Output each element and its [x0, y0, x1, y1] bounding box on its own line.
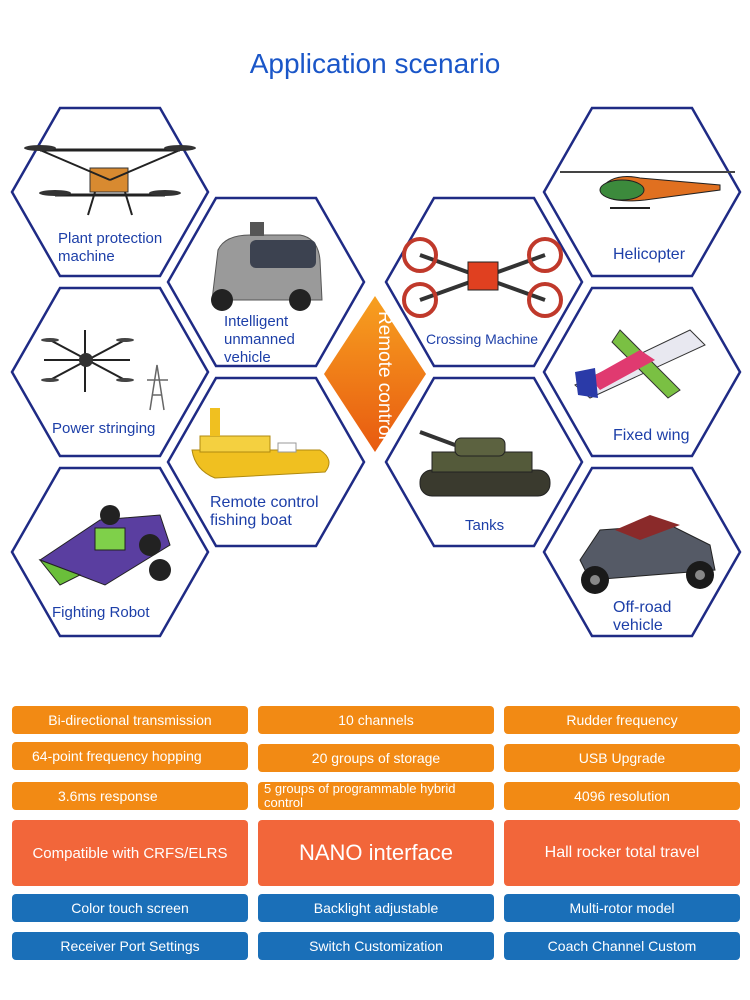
feature-response: 3.6ms response: [12, 782, 248, 810]
feature-usb-upgrade: USB Upgrade: [504, 744, 740, 772]
feature-crfs-elrs: Compatible with CRFS/ELRS: [12, 820, 248, 886]
scenario-label-unmanned-vehicle: Intelligent unmanned vehicle: [224, 313, 295, 366]
rc-car-icon: [579, 515, 716, 594]
unmanned-vehicle-icon: [211, 222, 323, 311]
tank-icon: [419, 430, 551, 497]
scenario-hex-grid: [10, 106, 742, 638]
scenario-label-off-road: Off-road vehicle: [613, 599, 672, 634]
feature-storage: 20 groups of storage: [258, 744, 494, 772]
feature-programmable-hybrid: 5 groups of programmable hybrid control: [258, 782, 494, 810]
airplane-icon: [574, 329, 706, 399]
feature-rudder-frequency: Rudder frequency: [504, 706, 740, 734]
power-drone-icon: [41, 330, 168, 411]
scenario-label-crossing-machine: Crossing Machine: [426, 331, 539, 347]
drone-icon: [24, 145, 196, 216]
feature-touch-screen: Color touch screen: [12, 894, 248, 922]
robot-icon: [38, 505, 171, 586]
feature-nano-interface: NANO interface: [258, 820, 494, 886]
feature-coach-channel: Coach Channel Custom: [504, 932, 740, 960]
fishing-boat-icon: [191, 408, 330, 479]
fpv-drone-icon: [402, 237, 563, 318]
scenario-label-power-stringing: Power stringing: [52, 420, 156, 437]
scenario-label-fixed-wing: Fixed wing: [613, 427, 690, 444]
feature-switch-custom: Switch Customization: [258, 932, 494, 960]
feature-multi-rotor: Multi-rotor model: [504, 894, 740, 922]
scenario-label-helicopter: Helicopter: [613, 246, 686, 263]
feature-resolution: 4096 resolution: [504, 782, 740, 810]
feature-frequency-hopping: 64-point frequency hopping: [12, 742, 248, 770]
remote-control-diamond: [324, 296, 426, 452]
feature-backlight: Backlight adjustable: [258, 894, 494, 922]
helicopter-icon: [560, 171, 735, 209]
feature-bidirectional: Bi-directional transmission: [12, 706, 248, 734]
feature-hall-rocker: Hall rocker total travel: [504, 820, 740, 886]
feature-channels: 10 channels: [258, 706, 494, 734]
scenario-label-fishing-boat: Remote control fishing boat: [210, 494, 319, 529]
page-title: Application scenario: [249, 48, 501, 79]
scenario-label-tanks: Tanks: [465, 517, 505, 534]
center-label: Remote control: [374, 310, 395, 440]
scenario-label-plant-protection: Plant protection machine: [58, 230, 163, 265]
feature-receiver-port: Receiver Port Settings: [12, 932, 248, 960]
scenario-label-fighting-robot: Fighting Robot: [52, 604, 150, 621]
